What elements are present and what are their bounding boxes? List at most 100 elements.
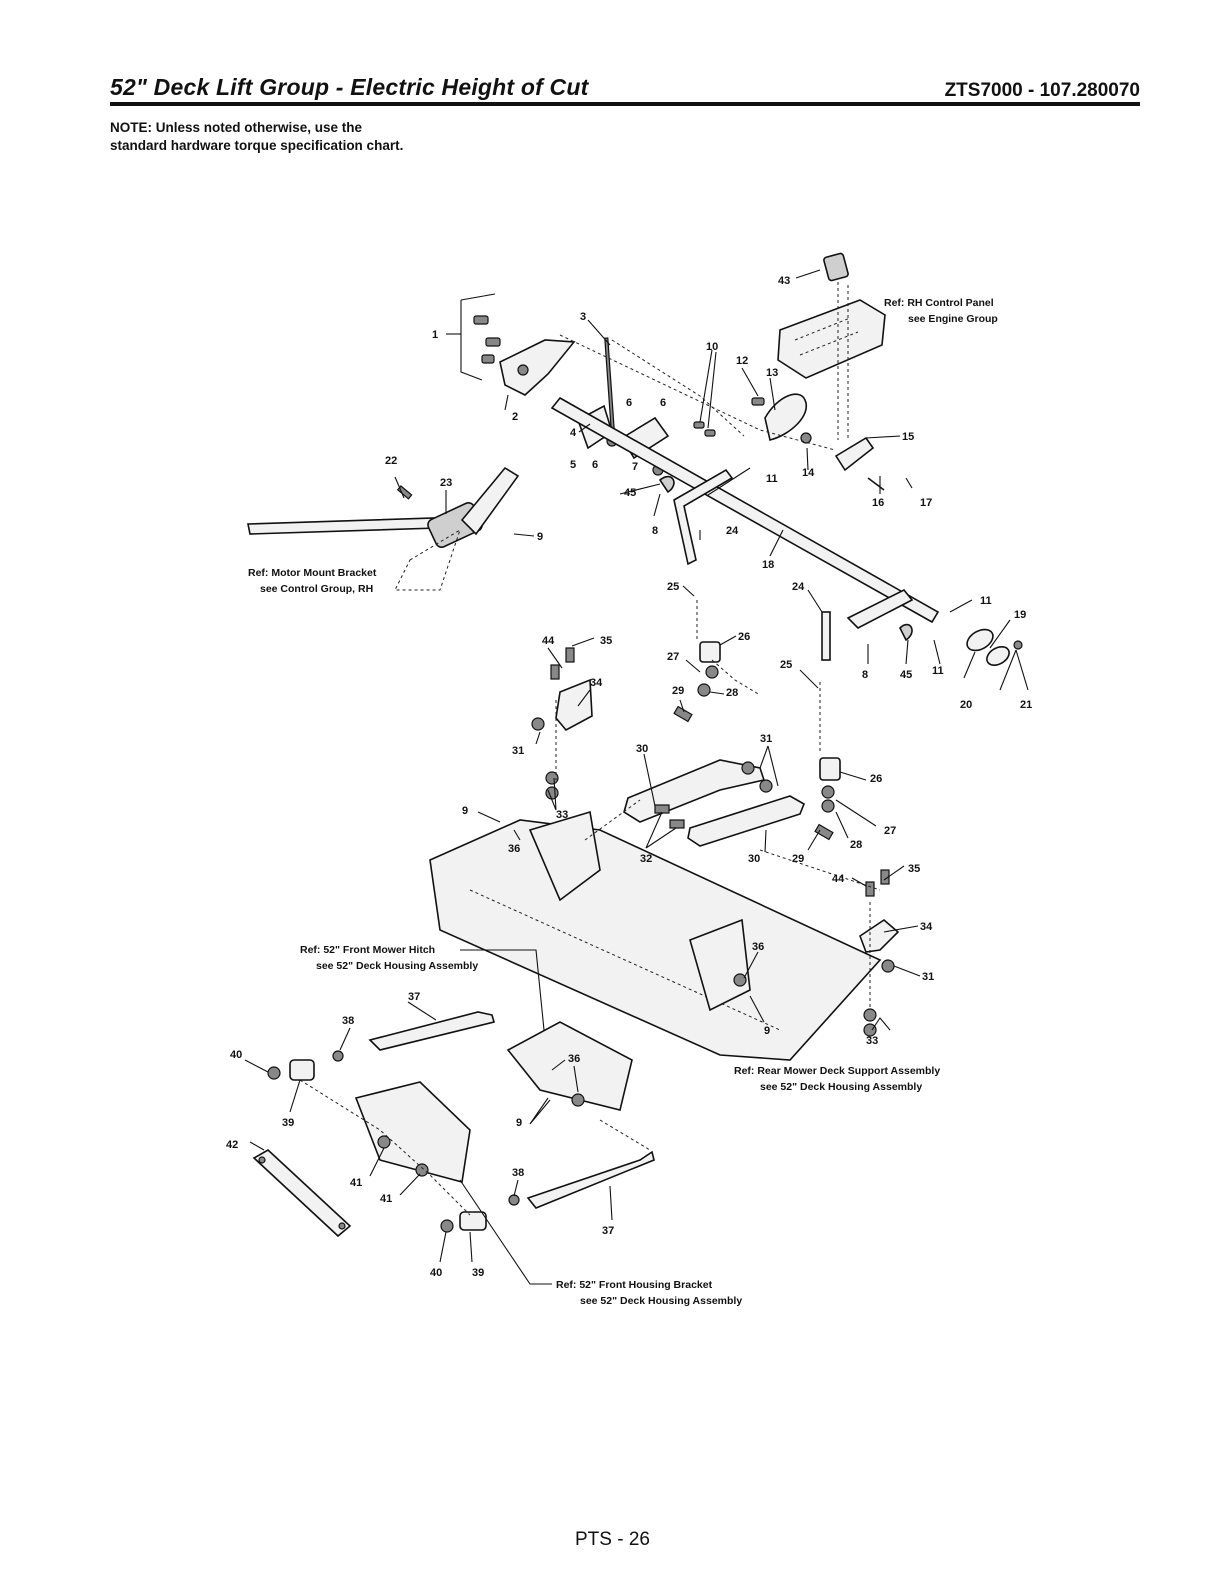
ref-front-mower-hitch-see: see 52" Deck Housing Assembly <box>316 960 478 972</box>
callout-12: 12 <box>736 355 748 367</box>
callout-40b: 40 <box>430 1267 442 1279</box>
callout-44b: 44 <box>832 873 845 885</box>
front-housing-bracket <box>506 1021 633 1111</box>
callout-31a: 31 <box>512 745 524 757</box>
callout-29a: 29 <box>672 685 684 697</box>
ref-front-mower-hitch: Ref: 52" Front Mower Hitch <box>300 944 435 956</box>
callout-24b: 24 <box>792 581 805 593</box>
lift-link-30b <box>687 795 806 847</box>
callout-41a: 41 <box>350 1177 362 1189</box>
lift-arm-24b <box>846 588 914 629</box>
support-bracket-left <box>528 810 601 902</box>
callout-20: 20 <box>960 699 972 711</box>
callout-17: 17 <box>920 497 932 509</box>
callout-37a: 37 <box>408 991 420 1003</box>
callout-7: 7 <box>632 461 638 473</box>
callout-36c: 36 <box>568 1053 580 1065</box>
callout-14: 14 <box>802 467 815 479</box>
page-title: 52" Deck Lift Group - Electric Height of… <box>110 74 589 100</box>
callout-42: 42 <box>226 1139 238 1151</box>
reference-labels: Ref: RH Control Panel see Engine Group R… <box>248 297 998 1307</box>
callout-11b: 11 <box>980 595 992 607</box>
callout-25a: 25 <box>667 581 679 593</box>
spring-45a <box>658 475 675 494</box>
callout-28a: 28 <box>726 687 738 699</box>
bracket-2 <box>499 339 576 396</box>
header-rule <box>110 102 1140 106</box>
rear-deck-support <box>429 819 882 1061</box>
callout-35a: 35 <box>600 635 612 647</box>
callout-33a: 33 <box>556 809 568 821</box>
callout-1: 1 <box>432 329 438 341</box>
callout-2: 2 <box>512 411 518 423</box>
block-26a <box>699 641 721 663</box>
callout-35b: 35 <box>908 863 920 875</box>
callout-30b: 30 <box>748 853 760 865</box>
callout-44a: 44 <box>542 635 555 647</box>
callout-numbers: 1 2 3 4 5 6 6 6 7 8 8 9 9 9 9 10 11 11 1… <box>226 275 1032 1279</box>
callout-36a: 36 <box>508 843 520 855</box>
bolt-1c <box>481 354 495 364</box>
callout-24a: 24 <box>726 525 739 537</box>
callout-27b: 27 <box>884 825 896 837</box>
spring-45b <box>899 623 913 642</box>
ref-front-housing-bracket: Ref: 52" Front Housing Bracket <box>556 1279 713 1291</box>
switch-43 <box>823 252 849 282</box>
plate-13 <box>764 393 808 441</box>
support-bracket-right <box>689 918 751 1012</box>
callout-9a: 9 <box>537 531 543 543</box>
torque-note: NOTE: Unless noted otherwise, use the st… <box>110 120 404 153</box>
actuator-arm <box>460 466 520 536</box>
callout-8a: 8 <box>652 525 658 537</box>
block-26b <box>819 757 841 781</box>
callout-32: 32 <box>640 853 652 865</box>
callout-34a: 34 <box>590 677 603 689</box>
callout-38b: 38 <box>512 1167 524 1179</box>
callout-9b: 9 <box>462 805 468 817</box>
ref-rear-deck-support-see: see 52" Deck Housing Assembly <box>760 1081 922 1093</box>
part-shapes <box>247 252 1023 1238</box>
ref-front-housing-bracket-see: see 52" Deck Housing Assembly <box>580 1295 742 1307</box>
callout-15: 15 <box>902 431 914 443</box>
callout-22: 22 <box>385 455 397 467</box>
callout-4: 4 <box>570 427 577 439</box>
callout-5: 5 <box>570 459 576 471</box>
callout-13: 13 <box>766 367 778 379</box>
lift-arm-24a <box>673 468 734 566</box>
callout-6b: 6 <box>626 397 632 409</box>
callout-26a: 26 <box>738 631 750 643</box>
bracket-34b <box>859 918 900 953</box>
callout-39b: 39 <box>472 1267 484 1279</box>
callout-11a: 11 <box>766 473 778 485</box>
callout-41b: 41 <box>380 1193 392 1205</box>
callout-36b: 36 <box>752 941 764 953</box>
ref-rh-control-panel-see: see Engine Group <box>908 313 998 325</box>
callout-33b: 33 <box>866 1035 878 1047</box>
page-number: PTS - 26 <box>575 1529 650 1550</box>
ref-motor-mount-see: see Control Group, RH <box>260 583 373 595</box>
actuator-rod <box>247 517 438 535</box>
bracket-15 <box>834 436 875 472</box>
callout-8b: 8 <box>862 669 868 681</box>
callout-25b: 25 <box>780 659 792 671</box>
bracket-34a <box>555 678 593 732</box>
callout-9c: 9 <box>764 1025 770 1037</box>
callout-43: 43 <box>778 275 790 287</box>
callout-26b: 26 <box>870 773 882 785</box>
callout-45b: 45 <box>900 669 912 681</box>
model-number: ZTS7000 - 107.280070 <box>944 80 1140 101</box>
front-hitch-bracket <box>354 1081 471 1184</box>
leader-lines <box>244 269 1029 1285</box>
callout-38a: 38 <box>342 1015 354 1027</box>
callout-9d: 9 <box>516 1117 522 1129</box>
callout-27a: 27 <box>667 651 679 663</box>
callout-6c: 6 <box>660 397 666 409</box>
callout-29b: 29 <box>792 853 804 865</box>
callout-6a: 6 <box>592 459 598 471</box>
callout-19: 19 <box>1014 609 1026 621</box>
bolt-1a <box>473 315 489 325</box>
front-rod-37b <box>526 1150 655 1209</box>
front-rod-37a <box>368 1011 495 1051</box>
callout-40a: 40 <box>230 1049 242 1061</box>
